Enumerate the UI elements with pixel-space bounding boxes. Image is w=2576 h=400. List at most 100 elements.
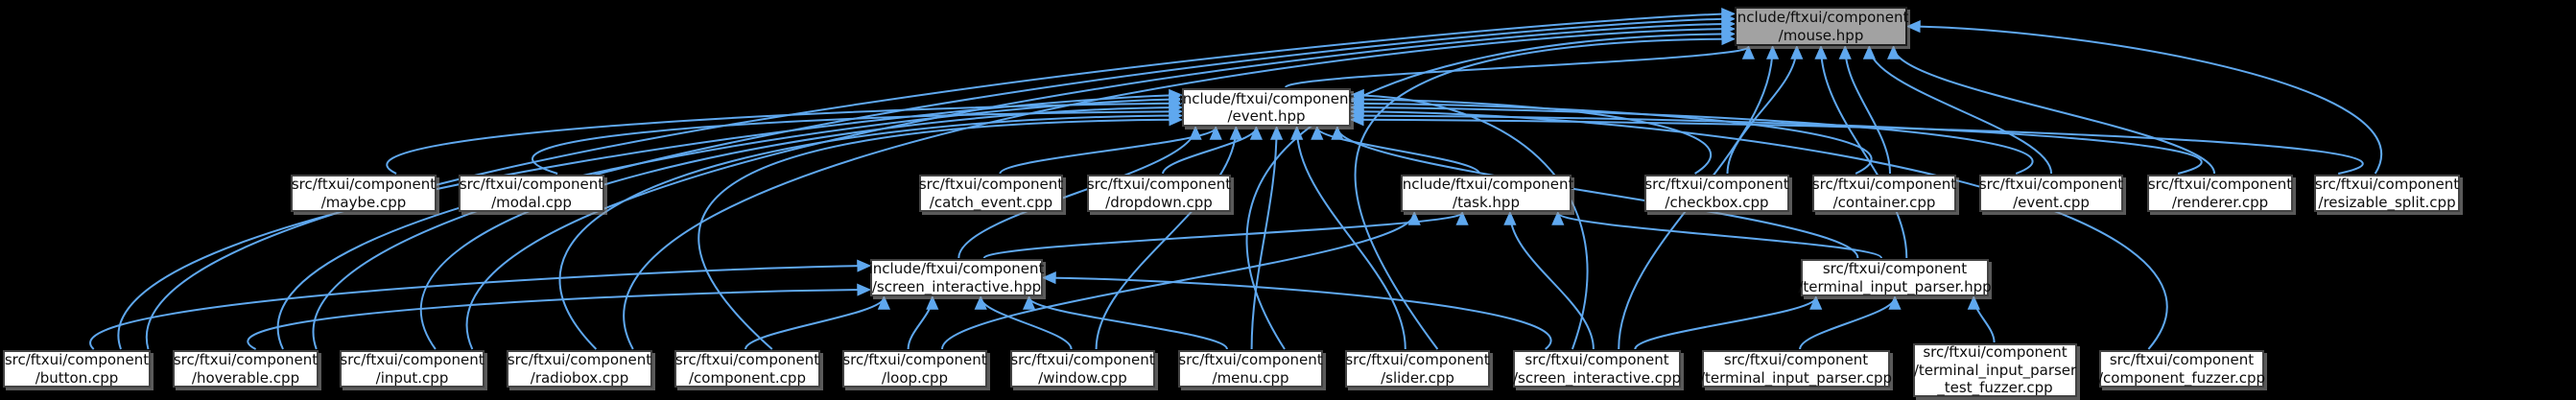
graph-node-mouse_hpp[interactable]: include/ftxui/component/mouse.hpp: [1733, 7, 1909, 46]
graph-node-checkbox_cpp[interactable]: src/ftxui/component/checkbox.cpp: [1644, 175, 1789, 212]
node-label-line: /maybe.cpp: [320, 193, 407, 211]
graph-node-catch_event_cpp[interactable]: src/ftxui/component/catch_event.cpp: [919, 175, 1063, 212]
node-label-line: src/ftxui/component: [2109, 351, 2255, 368]
edge-checkbox_cpp-to-mouse_hpp: [1726, 44, 1804, 175]
graph-node-terminal_input_parser_test_fuzzer_cpp[interactable]: src/ftxui/component/terminal_input_parse…: [1913, 343, 2077, 397]
node-label-line: src/ftxui/component: [1811, 176, 1957, 193]
edge-container_cpp-to-mouse_hpp: [1838, 44, 1891, 175]
edge-radiobox_cpp-to-event_hpp: [558, 108, 1184, 350]
node-label-line: src/ftxui/component: [842, 351, 987, 368]
graph-node-renderer_cpp[interactable]: src/ftxui/component/renderer.cpp: [2147, 175, 2293, 212]
node-label-line: src/ftxui/component: [1978, 176, 2124, 193]
node-label-line: /menu.cpp: [1212, 368, 1289, 387]
node-label-line: src/ftxui/component: [1822, 260, 1968, 277]
node-label-line: /button.cpp: [35, 368, 119, 387]
edge-menu_cpp-to-event_hpp: [1250, 125, 1284, 350]
node-label-line: /checkbox.cpp: [1665, 193, 1769, 211]
edge-dropdown_cpp-to-event_hpp: [1162, 125, 1263, 175]
edge-event_cpp-to-mouse_hpp: [1862, 44, 2053, 175]
node-label-line: include/ftxui/component: [868, 260, 1045, 277]
edge-maybe_cpp-to-event_hpp: [386, 97, 1184, 175]
graph-node-hoverable_cpp[interactable]: src/ftxui/component/hoverable.cpp: [173, 350, 319, 388]
node-label-line: /terminal_input_parser.hpp: [1798, 277, 1992, 295]
edge-button_cpp-to-event_hpp: [117, 88, 1184, 350]
node-label-line: /renderer.cpp: [2171, 193, 2269, 211]
node-label-line: /event.hpp: [1227, 107, 1306, 125]
edge-screen_interactive_hpp-to-task_hpp: [982, 210, 1469, 259]
graph-node-screen_interactive_cpp[interactable]: src/ftxui/component/screen_interactive.c…: [1513, 350, 1681, 388]
node-label-line: /radiobox.cpp: [530, 368, 629, 387]
node-label-line: src/ftxui/component: [173, 351, 319, 368]
node-label-line: /slider.cpp: [1381, 368, 1454, 387]
node-label-line: src/ftxui/component: [2147, 176, 2293, 193]
node-label-line: include/ftxui/component: [1178, 89, 1355, 107]
graph-node-window_cpp[interactable]: src/ftxui/component/window.cpp: [1010, 350, 1155, 388]
graph-node-screen_interactive_hpp[interactable]: include/ftxui/component/screen_interacti…: [868, 259, 1045, 296]
node-label-line: /resizable_split.cpp: [2318, 193, 2456, 211]
node-label-line: /terminal_input_parser: [1913, 361, 2077, 379]
edge-hoverable_cpp-to-screen_interactive_hpp: [247, 283, 872, 350]
node-label-line: /screen_interactive.cpp: [1512, 368, 1682, 387]
node-label-line: /container.cpp: [1832, 193, 1936, 211]
edge-terminal_input_parser_cpp-to-terminal_input_parser_hpp: [1799, 294, 1902, 350]
node-label-line: /mouse.hpp: [1778, 26, 1864, 44]
graph-node-menu_cpp[interactable]: src/ftxui/component/menu.cpp: [1178, 350, 1323, 388]
edge-terminal_input_parser_hpp-to-mouse_hpp: [1814, 44, 1908, 259]
graph-node-task_hpp[interactable]: include/ftxui/component/task.hpp: [1398, 175, 1574, 212]
graph-node-container_cpp[interactable]: src/ftxui/component/container.cpp: [1812, 175, 1956, 212]
graph-node-resizable_split_cpp[interactable]: src/ftxui/component/resizable_split.cpp: [2314, 175, 2460, 212]
graph-node-slider_cpp[interactable]: src/ftxui/component/slider.cpp: [1345, 350, 1490, 388]
edge-loop_cpp-to-screen_interactive_hpp: [907, 294, 939, 350]
graph-node-dropdown_cpp[interactable]: src/ftxui/component/dropdown.cpp: [1087, 175, 1231, 212]
edge-resizable_split_cpp-to-mouse_hpp: [1905, 20, 2383, 175]
edge-component_fuzzer_cpp-to-event_hpp: [1349, 105, 2168, 350]
graph-node-loop_cpp[interactable]: src/ftxui/component/loop.cpp: [842, 350, 987, 388]
node-label-line: include/ftxui/component: [1733, 9, 1909, 26]
node-label-line: /hoverable.cpp: [191, 368, 300, 387]
node-label-line: /terminal_input_parser.cpp: [1699, 368, 1893, 387]
node-label-line: src/ftxui/component: [1345, 351, 1490, 368]
edge-catch_event_cpp-to-event_hpp: [999, 125, 1222, 175]
edge-terminal_input_parser_hpp-to-task_hpp: [1551, 210, 1882, 259]
graph-node-event_cpp[interactable]: src/ftxui/component/event.cpp: [1979, 175, 2123, 212]
graph-node-modal_cpp[interactable]: src/ftxui/component/modal.cpp: [459, 175, 604, 212]
node-label-line: src/ftxui/component: [1723, 351, 1869, 368]
node-label-line: src/ftxui/component: [291, 176, 437, 193]
node-label-line: src/ftxui/component: [1644, 176, 1789, 193]
node-label-line: /modal.cpp: [491, 193, 572, 211]
edge-terminal_input_parser_hpp-to-event_hpp: [1331, 125, 1859, 259]
graph-node-terminal_input_parser_hpp[interactable]: src/ftxui/component/terminal_input_parse…: [1798, 259, 1992, 296]
node-label-line: src/ftxui/component: [507, 351, 652, 368]
node-label-line: _test_fuzzer.cpp: [1937, 379, 2053, 397]
edge-window_cpp-to-screen_interactive_hpp: [974, 294, 1073, 350]
graph-node-maybe_cpp[interactable]: src/ftxui/component/maybe.cpp: [291, 175, 437, 212]
graph-node-event_hpp[interactable]: include/ftxui/component/event.hpp: [1179, 88, 1354, 127]
node-label-line: /catch_event.cpp: [929, 193, 1053, 211]
node-label-line: include/ftxui/component: [1398, 176, 1574, 193]
edge-screen_interactive_cpp-to-task_hpp: [1503, 210, 1595, 350]
edge-loop_cpp-to-task_hpp: [941, 210, 1421, 350]
node-label-line: /screen_interactive.hpp: [871, 277, 1042, 295]
graph-node-input_cpp[interactable]: src/ftxui/component/input.cpp: [340, 350, 484, 388]
edge-component_cpp-to-event_hpp: [697, 113, 1184, 350]
graph-node-component_fuzzer_cpp[interactable]: src/ftxui/component/component_fuzzer.cpp: [2097, 350, 2266, 388]
node-label-line: /component.cpp: [689, 368, 806, 387]
node-label-line: /task.hpp: [1453, 193, 1520, 211]
edge-slider_cpp-to-mouse_hpp: [1354, 33, 1737, 350]
edge-task_hpp-to-event_hpp: [1311, 125, 1480, 175]
graph-node-terminal_input_parser_cpp[interactable]: src/ftxui/component/terminal_input_parse…: [1699, 350, 1893, 388]
edge-renderer_cpp-to-event_hpp: [1349, 108, 2203, 175]
node-label-line: src/ftxui/component: [1010, 351, 1155, 368]
graph-node-radiobox_cpp[interactable]: src/ftxui/component/radiobox.cpp: [507, 350, 652, 388]
node-label-line: src/ftxui/component: [340, 351, 484, 368]
edge-screen_interactive_cpp-to-screen_interactive_hpp: [1041, 271, 1552, 350]
graph-node-button_cpp[interactable]: src/ftxui/component/button.cpp: [3, 350, 151, 388]
node-label-line: src/ftxui/component: [1923, 343, 2068, 362]
edge-renderer_cpp-to-mouse_hpp: [1887, 44, 2216, 175]
node-label-line: /component_fuzzer.cpp: [2097, 368, 2266, 387]
edge-component_cpp-to-screen_interactive_hpp: [744, 294, 890, 350]
node-label-line: /event.cpp: [2013, 193, 2090, 211]
graph-node-component_cpp[interactable]: src/ftxui/component/component.cpp: [674, 350, 820, 388]
node-label-line: src/ftxui/component: [674, 351, 820, 368]
